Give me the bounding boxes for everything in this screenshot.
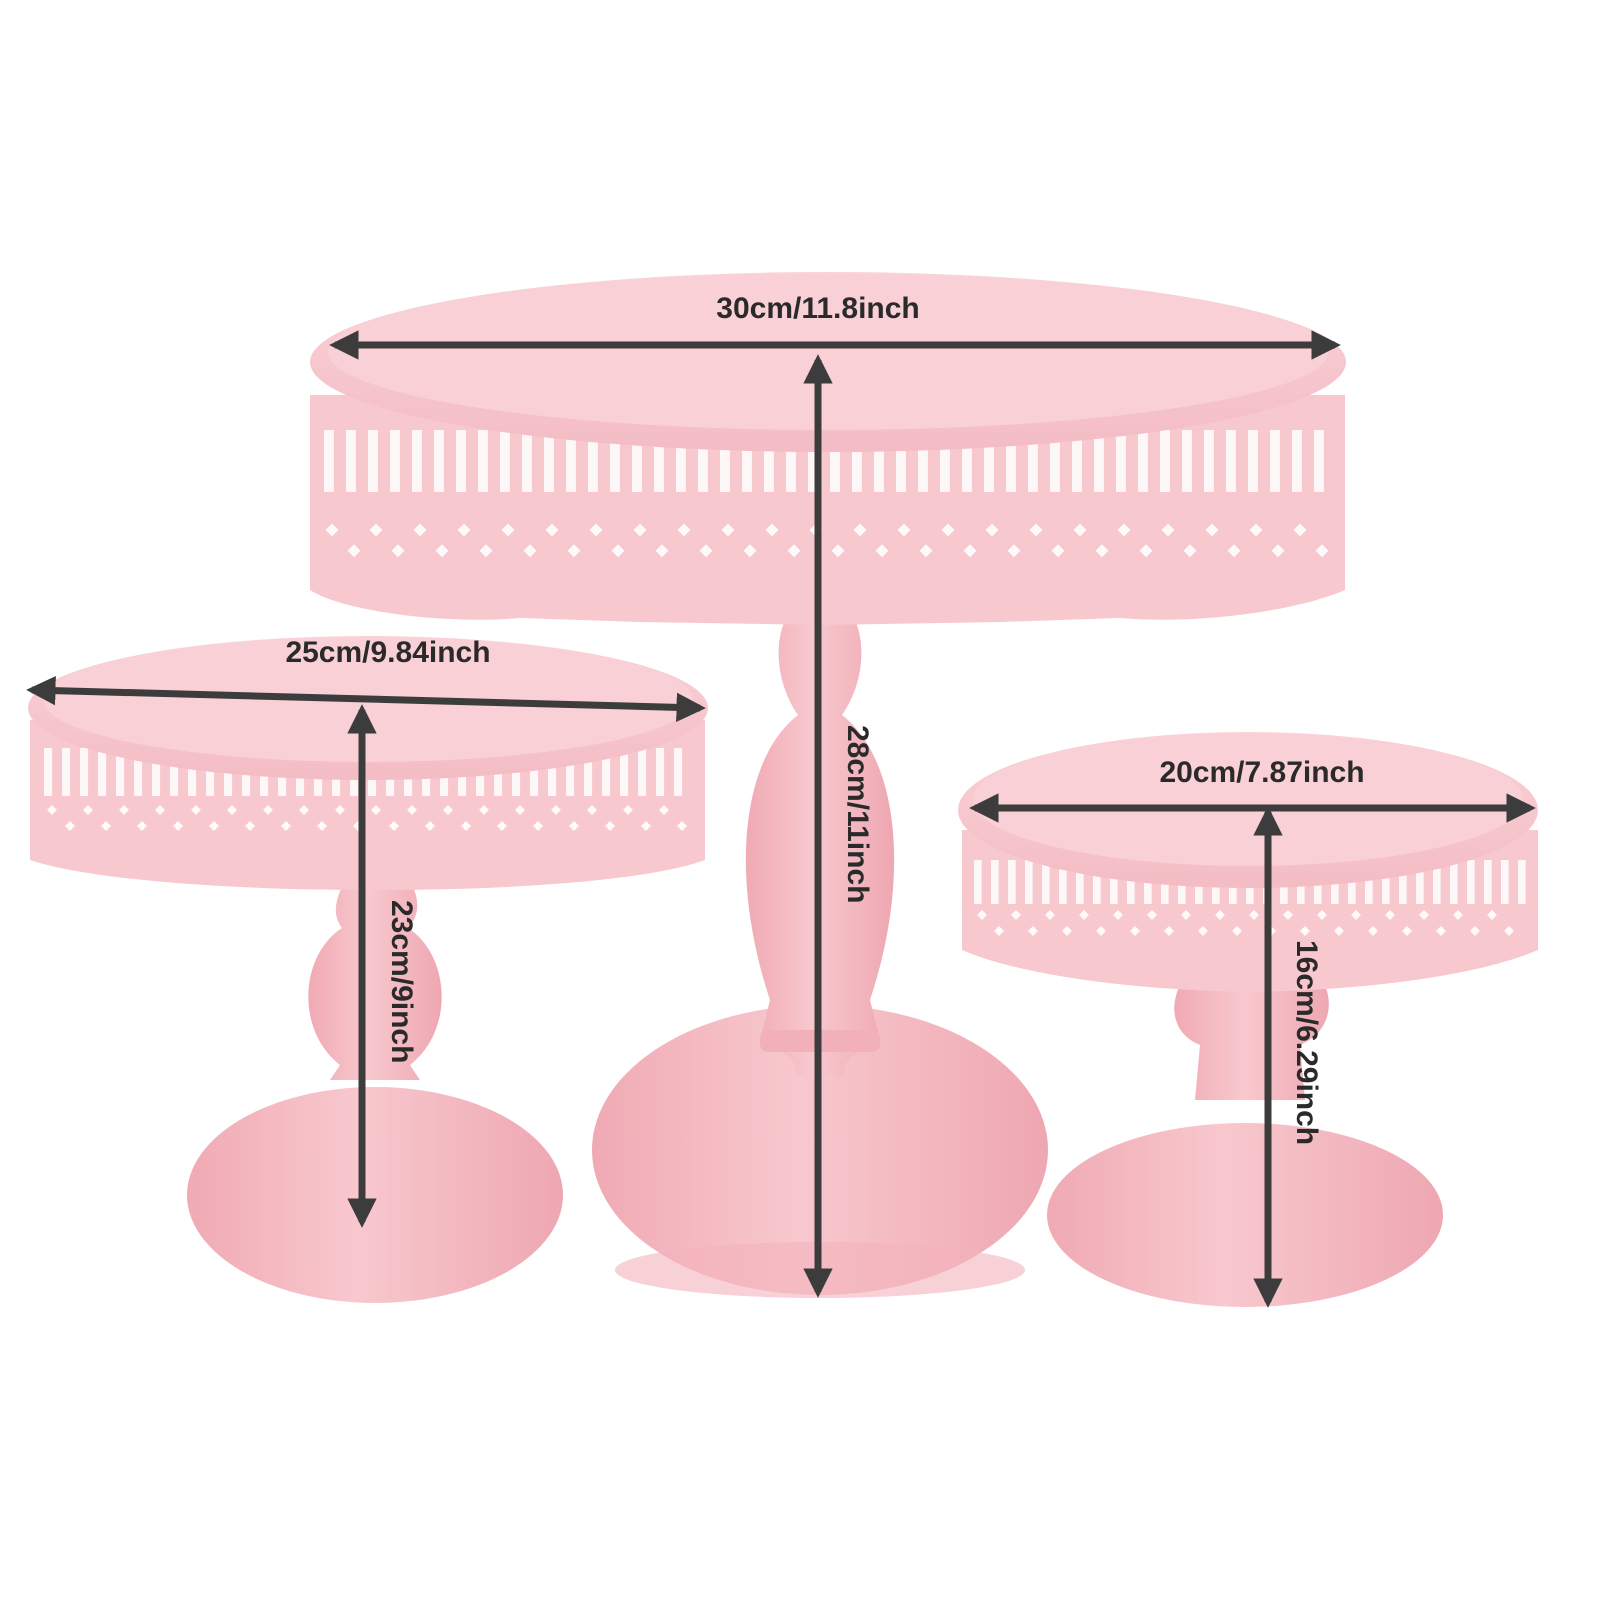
small-cake-stand bbox=[958, 732, 1538, 1307]
large-height-dimension: 28cm/11inch bbox=[803, 354, 874, 1298]
small-height-label: 16cm/6.29inch bbox=[1290, 940, 1323, 1145]
medium-diameter-label: 25cm/9.84inch bbox=[285, 636, 490, 669]
medium-diameter-dimension: 25cm/9.84inch bbox=[26, 636, 706, 723]
medium-height-dimension: 23cm/9inch bbox=[347, 704, 418, 1228]
small-height-dimension: 16cm/6.29inch bbox=[1253, 806, 1323, 1308]
large-height-label: 28cm/11inch bbox=[841, 725, 874, 903]
large-diameter-label: 30cm/11.8inch bbox=[716, 292, 919, 325]
small-stand-base bbox=[1047, 1123, 1443, 1307]
medium-stand-base bbox=[187, 1087, 563, 1303]
medium-cake-stand bbox=[28, 636, 708, 1303]
small-diameter-label: 20cm/7.87inch bbox=[1159, 756, 1364, 789]
medium-diameter-arrow bbox=[26, 675, 706, 723]
large-diameter-dimension: 30cm/11.8inch bbox=[329, 292, 1341, 360]
medium-height-label: 23cm/9inch bbox=[385, 900, 418, 1063]
medium-stand-column bbox=[308, 880, 442, 1080]
small-diameter-dimension: 20cm/7.87inch bbox=[969, 756, 1536, 823]
small-stand-column bbox=[1174, 985, 1329, 1100]
